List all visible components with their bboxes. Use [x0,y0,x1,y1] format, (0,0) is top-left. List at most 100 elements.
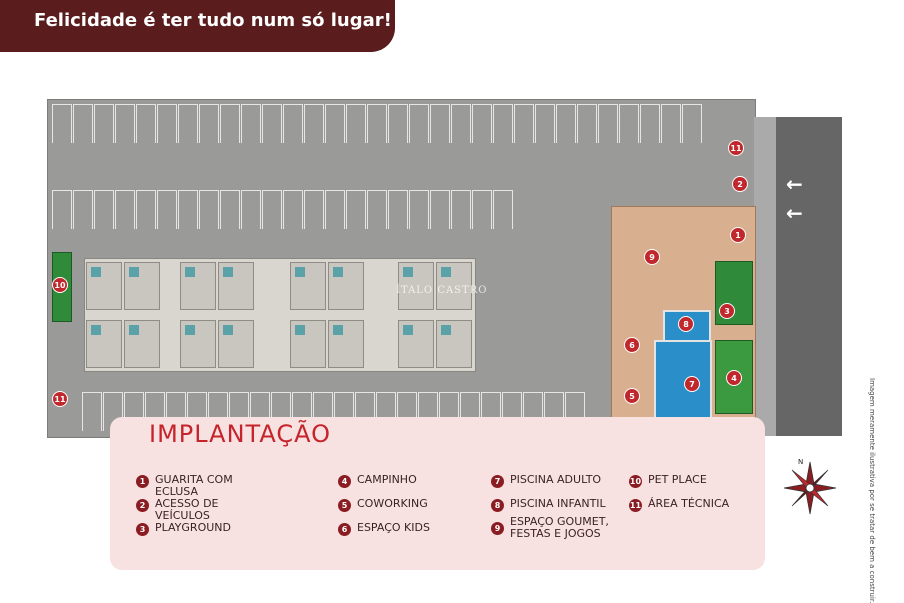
apartment-unit [290,320,326,368]
parking-space [472,104,492,143]
parking-space [241,104,261,143]
legend-number: 3 [136,523,149,536]
parking-space [136,190,156,229]
parking-space [598,104,618,143]
parking-space [523,392,543,431]
map-marker: 5 [624,388,640,404]
page-title: Felicidade é ter tudo num só lugar! [34,10,392,31]
parking-space [157,104,177,143]
parking-space [145,392,165,431]
apartment-unit [290,262,326,310]
legend-label: PISCINA ADULTO [510,473,602,486]
parking-space [334,392,354,431]
legend-label: GUARITA COM ECLUSA [155,473,233,498]
legend-number: 9 [491,522,504,535]
parking-space [661,104,681,143]
parking-space [430,104,450,143]
legend-number: 2 [136,499,149,512]
map-marker: 2 [732,176,748,192]
parking-space [124,392,144,431]
parking-space [514,104,534,143]
parking-space [115,104,135,143]
legend-panel [110,417,765,570]
parking-space [460,392,480,431]
map-marker: 9 [644,249,660,265]
parking-space [208,392,228,431]
legend-title: IMPLANTAÇÃO [149,420,331,448]
map-marker: 10 [52,277,68,293]
apartment-unit [86,320,122,368]
legend-label: PISCINA INFANTIL [510,497,606,510]
parking-space [178,104,198,143]
parking-space [304,104,324,143]
parking-space [136,104,156,143]
parking-space [73,190,93,229]
map-marker: 3 [719,303,735,319]
parking-space [325,190,345,229]
apartment-unit [398,320,434,368]
compass-rose-icon: N [783,458,837,515]
parking-space [52,104,72,143]
legend-number: 11 [629,499,642,512]
legend-number: 8 [491,499,504,512]
apartment-unit [398,262,434,310]
parking-space [73,104,93,143]
parking-space [94,190,114,229]
legend-label: COWORKING [357,497,428,510]
parking-space [388,190,408,229]
apartment-unit [436,320,472,368]
legend-item: 1 GUARITA COM ECLUSA [136,474,275,498]
parking-space [493,104,513,143]
parking-space [481,392,501,431]
parking-space [682,104,702,143]
parking-space [430,190,450,229]
parking-space [271,392,291,431]
parking-space [439,392,459,431]
parking-space [409,190,429,229]
parking-space [346,104,366,143]
parking-space [355,392,375,431]
map-marker: 11 [52,391,68,407]
apartment-unit [180,320,216,368]
apartment-unit [328,262,364,310]
parking-space [313,392,333,431]
compass-north-label: N [798,458,803,466]
parking-space [577,104,597,143]
parking-space [367,104,387,143]
legend-item: 8 PISCINA INFANTIL [491,498,606,512]
legend-label: ESPAÇO KIDS [357,521,430,534]
parking-space [388,104,408,143]
parking-space [157,190,177,229]
parking-space [199,104,219,143]
header-banner: Felicidade é ter tudo num só lugar! [0,0,395,52]
apartment-unit [218,262,254,310]
sidewalk [754,117,776,436]
apartment-unit [124,320,160,368]
apartment-unit [436,262,472,310]
parking-space [451,190,471,229]
map-marker: 11 [728,140,744,156]
parking-space [262,104,282,143]
parking-space [535,104,555,143]
adult-pool [654,340,712,422]
parking-space [325,104,345,143]
legend-label: CAMPINHO [357,473,417,486]
parking-space [115,190,135,229]
legend-number: 10 [629,475,642,488]
parking-space [565,392,585,431]
parking-space [82,392,102,431]
parking-space [304,190,324,229]
parking-space [94,104,114,143]
legend-number: 1 [136,475,149,488]
parking-space [367,190,387,229]
parking-space [376,392,396,431]
arrow-left-icon: ← [786,201,803,225]
parking-space [283,104,303,143]
